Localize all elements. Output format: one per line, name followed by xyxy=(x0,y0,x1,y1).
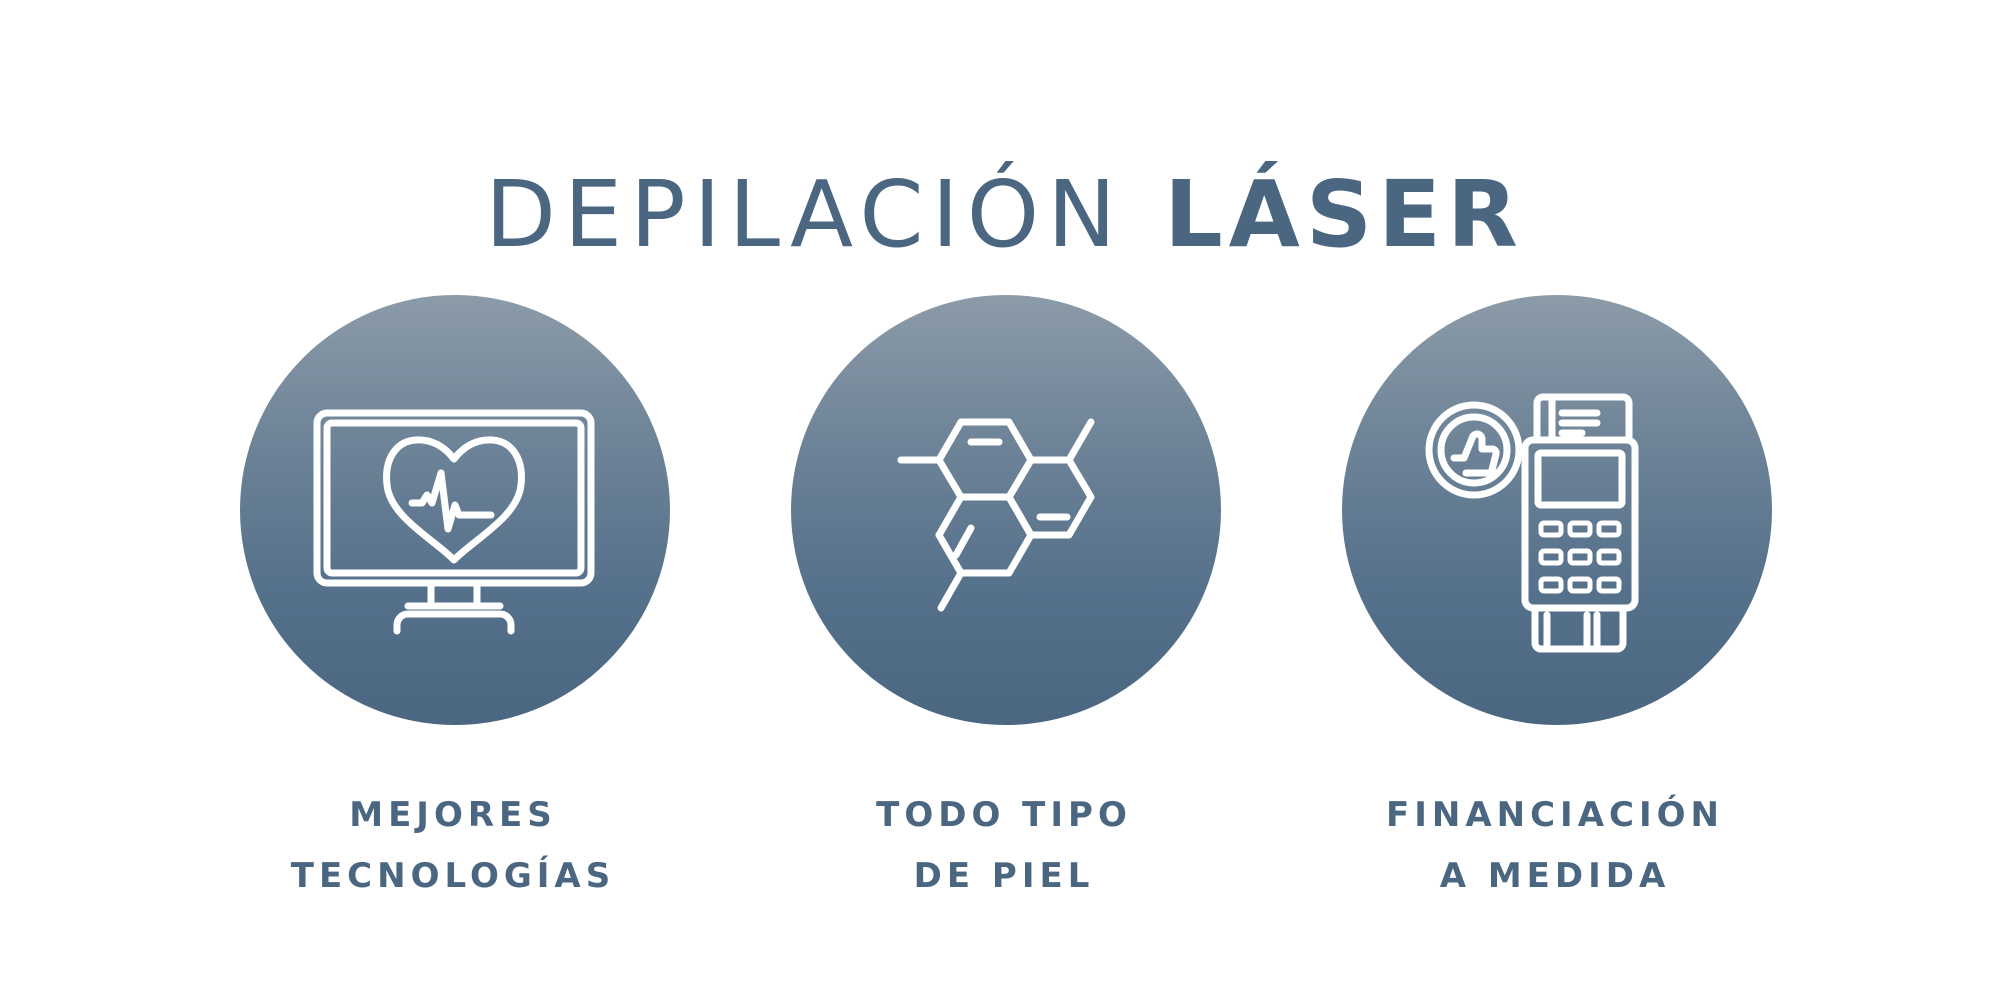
feature-label: TODO TIPO DE PIEL xyxy=(724,785,1284,907)
title-light: DEPILACIÓN xyxy=(485,160,1125,268)
feature-circle xyxy=(1342,295,1772,725)
heart-monitor-icon xyxy=(313,409,595,635)
feature-circle xyxy=(240,295,670,725)
feature-label-line2: A MEDIDA xyxy=(1439,856,1671,896)
feature-label-line1: FINANCIACIÓN xyxy=(1386,795,1724,835)
molecule-icon xyxy=(897,418,1095,612)
page-title: DEPILACIÓN LÁSER xyxy=(0,160,2009,270)
card-terminal-icon xyxy=(1425,393,1639,653)
feature-label-line2: DE PIEL xyxy=(913,856,1095,896)
feature-label-line1: MEJORES xyxy=(349,795,557,835)
feature-label: FINANCIACIÓN A MEDIDA xyxy=(1275,785,1835,907)
feature-label-line1: TODO TIPO xyxy=(876,795,1132,835)
feature-label: MEJORES TECNOLOGÍAS xyxy=(173,785,733,907)
title-bold: LÁSER xyxy=(1164,160,1524,268)
feature-circle xyxy=(791,295,1221,725)
feature-label-line2: TECNOLOGÍAS xyxy=(290,856,616,896)
